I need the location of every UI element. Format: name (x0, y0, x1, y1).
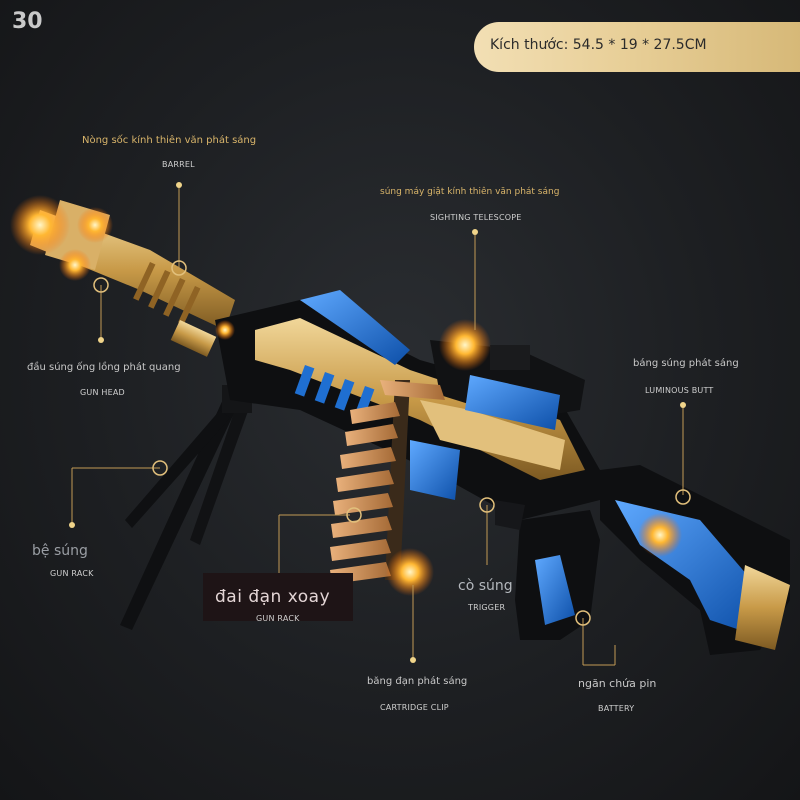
barrel-label-en: BARREL (162, 160, 195, 169)
barrel (30, 200, 235, 357)
rotating-clip-label-box: đai đạn xoay (203, 573, 353, 621)
rotating-clip-label-vi: đai đạn xoay (215, 587, 331, 607)
telescope-label-en: SIGHTING TELESCOPE (430, 213, 522, 222)
callout-leaders (71, 185, 684, 666)
gun-rack-label-vi: bệ súng (32, 543, 88, 559)
gun-head-label-en: GUN HEAD (80, 388, 125, 397)
barrel-label-vi: Nòng sốc kính thiên văn phát sáng (82, 135, 257, 146)
butt-label-en: LUMINOUS BUTT (645, 386, 714, 395)
light-effects (10, 195, 682, 596)
page-number: 30 (12, 9, 43, 34)
battery-label-vi: ngăn chứa pin (578, 677, 657, 690)
gun-rack-label-en: GUN RACK (50, 569, 94, 578)
rotating-clip-label-en: GUN RACK (256, 614, 300, 623)
gun-head-label-vi: đầu súng ống lồng phát quang (27, 362, 181, 373)
battery-label-en: BATTERY (598, 704, 635, 713)
trigger-label-vi: cò súng (458, 578, 513, 594)
cartridge-label-vi: băng đạn phát sáng (367, 676, 468, 687)
size-label: Kích thước: 54.5 * 19 * 27.5CM (490, 37, 707, 53)
stock (600, 465, 790, 655)
grip (495, 500, 600, 640)
trigger-label-en: TRIGGER (468, 603, 506, 612)
telescope-label-vi: súng máy giật kính thiên văn phát sáng (380, 187, 560, 197)
callout-dots (69, 182, 691, 663)
butt-label-vi: báng súng phát sáng (633, 358, 739, 369)
cartridge-label-en: CARTRIDGE CLIP (380, 703, 449, 712)
size-banner: Kích thước: 54.5 * 19 * 27.5CM (474, 22, 800, 72)
